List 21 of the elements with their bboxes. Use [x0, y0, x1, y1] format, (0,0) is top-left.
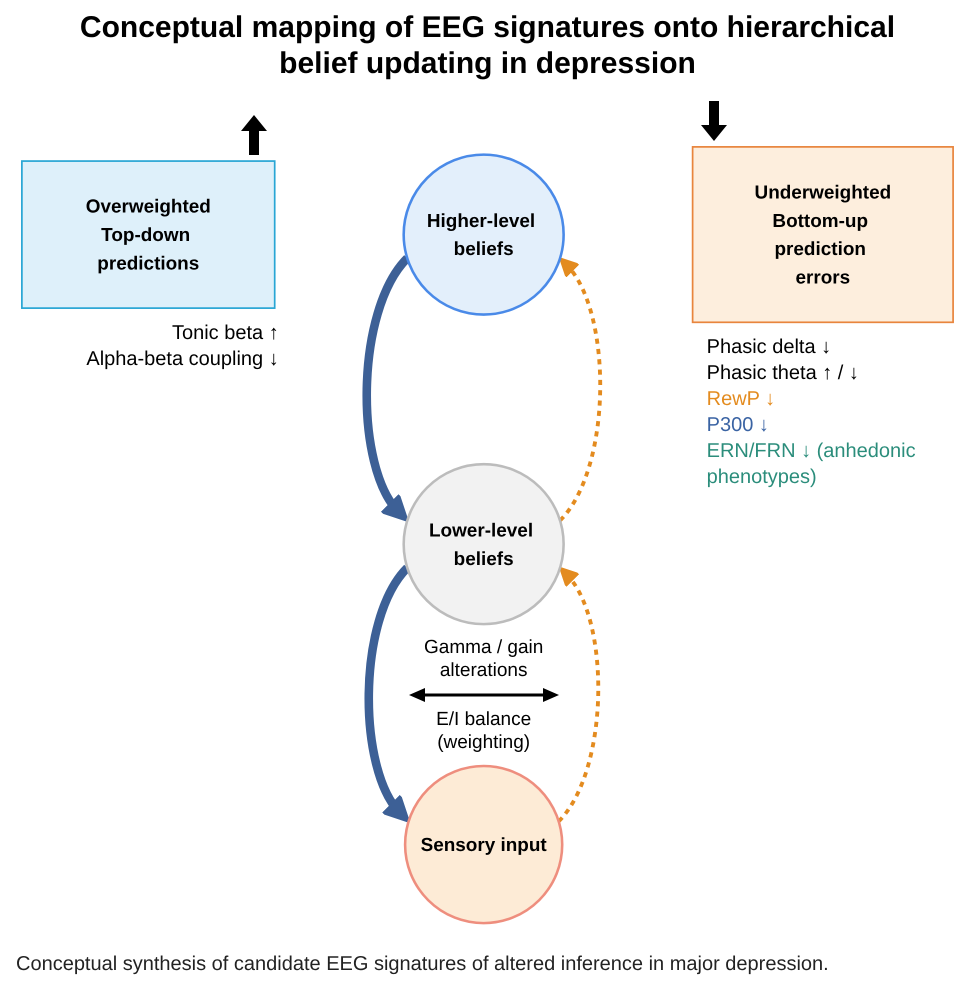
- annotation-label: E/I balance (weighting): [435, 708, 532, 754]
- node-label: Lower-level beliefs: [428, 518, 534, 572]
- node-heading: Overweighted: [86, 194, 211, 219]
- arrow: [557, 566, 600, 823]
- diagram-title: Conceptual mapping of EEG signatures onto hierarchical belief updating in depression: [78, 10, 896, 82]
- annotation-label: Gamma / gain alterations: [422, 636, 544, 682]
- annotation-text: ERN/FRN ↓ (anhedonic phenotypes): [706, 439, 917, 490]
- arrow: [364, 565, 411, 824]
- figure-caption: Conceptual synthesis of candidate EEG signatures of altered inference in major depression.: [16, 952, 829, 976]
- node-heading: Underweighted: [754, 180, 892, 205]
- node-label: Top-down predictions: [96, 222, 200, 276]
- annotation-text: P300 ↓: [706, 413, 769, 438]
- annotation-text: RewP ↓: [706, 387, 776, 412]
- arrow: [558, 256, 602, 522]
- node-label: Higher-level beliefs: [426, 208, 536, 262]
- node-label: Sensory input: [420, 832, 547, 858]
- annotation-text: Phasic delta ↓: [706, 335, 832, 360]
- node-label: Bottom-up prediction errors: [771, 208, 870, 290]
- annotation-text: Alpha-beta coupling ↓: [86, 347, 279, 372]
- annotation-text: Tonic beta ↑: [172, 321, 279, 346]
- annotation-text: Phasic theta ↑ / ↓: [706, 361, 859, 386]
